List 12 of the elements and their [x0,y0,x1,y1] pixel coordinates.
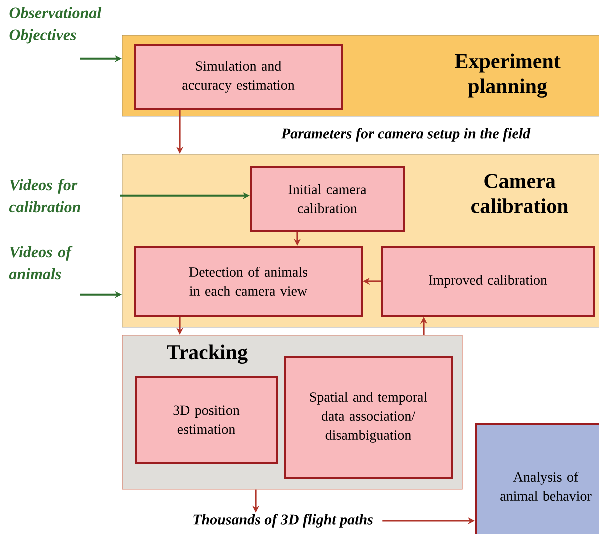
process-box: Detection of animals in each camera view [134,246,363,317]
input-label: Observational Objectives [10,7,102,44]
process-box: Improved calibration [381,246,595,317]
output-label: Thousands of 3D flight paths [194,514,373,528]
output-label: Parameters for camera setup in the field [281,128,531,142]
process-box: Spatial and temporal data association/ disambiguation [284,356,453,479]
input-label: Videos of animals [9,246,73,280]
analysis-box: Analysis of animal behavior [475,423,599,534]
process-box: Simulation and accuracy estimation [134,44,343,110]
process-box: 3D position estimation [135,376,278,464]
process-box: Initial camera calibration [250,166,405,232]
input-label: Videos for calibration [9,179,80,213]
